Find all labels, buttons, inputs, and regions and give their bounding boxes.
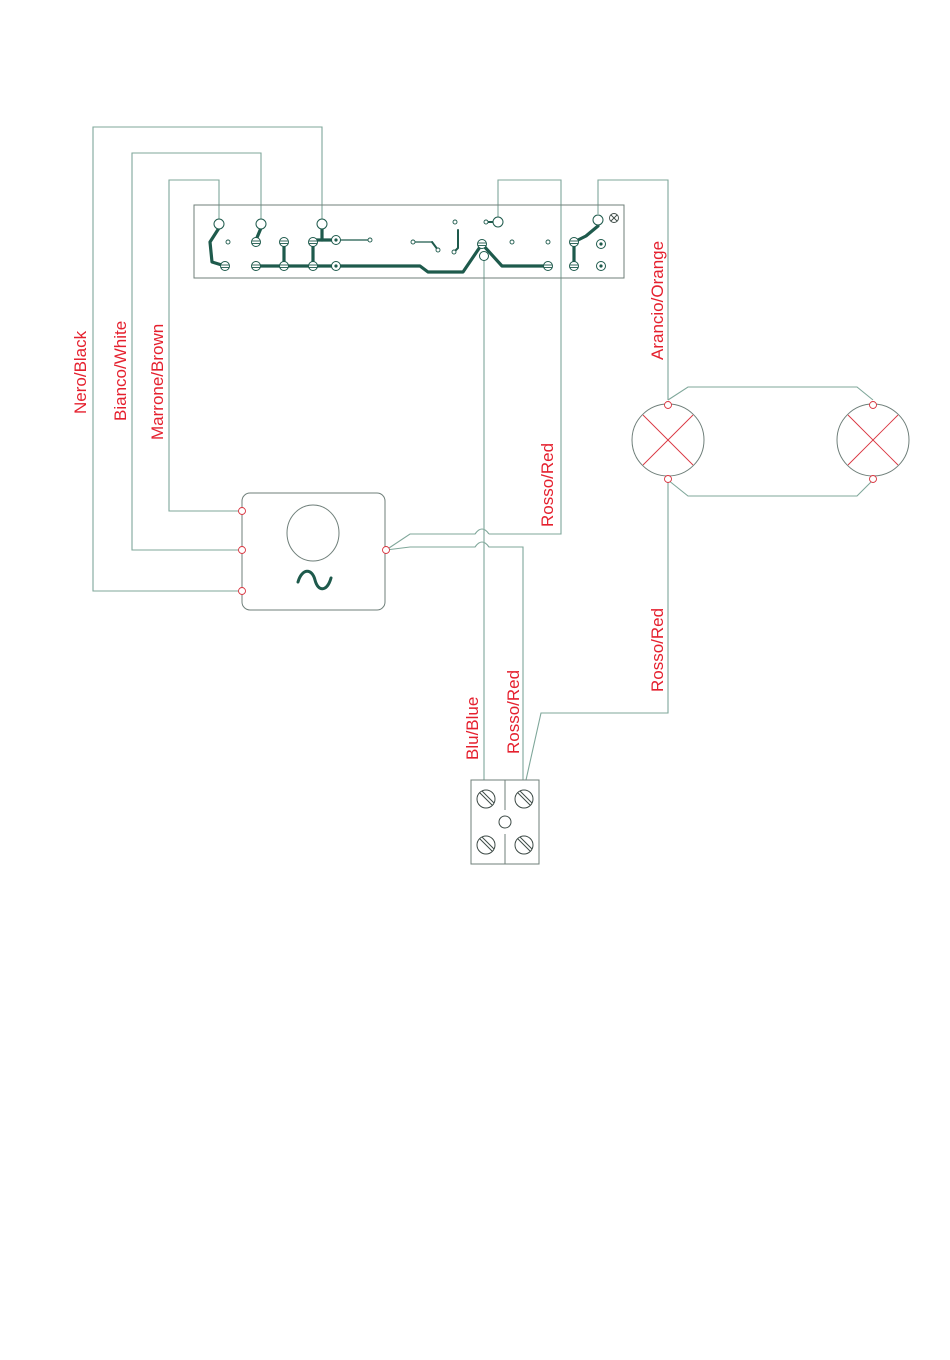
pad-2	[280, 238, 289, 247]
pad-7	[597, 240, 606, 249]
control-board	[194, 205, 624, 278]
label-rosso-red-bottom: Rosso/Red	[504, 670, 523, 754]
pad-4	[332, 236, 341, 245]
pcb-trace-main	[255, 244, 548, 272]
motor-rotor-icon	[287, 505, 339, 561]
wire-labels: Nero/Black Bianco/White Marrone/Brown Ro…	[71, 241, 667, 760]
motor-ac-symbol-icon	[298, 571, 331, 589]
terminal-screw-2	[515, 790, 533, 808]
indicator-lamp-icon	[610, 214, 619, 223]
pad-13	[480, 252, 489, 261]
motor-terminal-brown	[239, 508, 246, 515]
pcb-trace-f	[574, 226, 598, 266]
pad-3	[309, 238, 318, 247]
wire-lamp-top	[668, 387, 873, 400]
wire-red-bottom	[386, 542, 523, 780]
motor-body	[242, 493, 385, 610]
pad-15	[570, 262, 579, 271]
pad-6	[570, 238, 579, 247]
pad-11	[309, 262, 318, 271]
terminal-screw-3	[477, 836, 495, 854]
terminal-screw-4	[515, 836, 533, 854]
lamps	[632, 402, 909, 483]
pcb-trace-h	[454, 230, 458, 252]
wires	[93, 127, 873, 780]
pad-10	[280, 262, 289, 271]
terminal-screw-1	[477, 790, 495, 808]
terminal-block-hole	[499, 816, 511, 828]
motor-terminal-black	[239, 588, 246, 595]
label-arancio-orange: Arancio/Orange	[648, 241, 667, 360]
connector-pin-1	[214, 219, 224, 229]
pad-8	[221, 262, 230, 271]
label-rosso-red-right: Rosso/Red	[648, 608, 667, 692]
label-blu-blue: Blu/Blue	[463, 697, 482, 760]
pad-5	[478, 240, 487, 249]
terminal-block	[471, 780, 539, 864]
connector-pin-2	[256, 219, 266, 229]
wire-lamp-bottom	[668, 480, 873, 496]
pad-14	[544, 262, 553, 271]
motor	[239, 493, 390, 610]
connector-pin-5	[593, 215, 603, 225]
motor-terminal-right	[383, 547, 390, 554]
pcb-trace-left	[210, 228, 225, 266]
lamp-right	[837, 402, 909, 483]
connector-pin-3	[317, 219, 327, 229]
label-marrone-brown: Marrone/Brown	[148, 324, 167, 440]
label-rosso-red-mid: Rosso/Red	[538, 443, 557, 527]
label-nero-black: Nero/Black	[71, 330, 90, 414]
pad-9	[252, 262, 261, 271]
lamp-left	[632, 402, 704, 483]
label-bianco-white: Bianco/White	[111, 321, 130, 421]
connector-pin-4	[493, 217, 503, 227]
pad-1	[252, 238, 261, 247]
motor-terminal-white	[239, 547, 246, 554]
pad-16	[597, 262, 606, 271]
pad-12	[332, 262, 341, 271]
wire-brown	[169, 180, 242, 511]
